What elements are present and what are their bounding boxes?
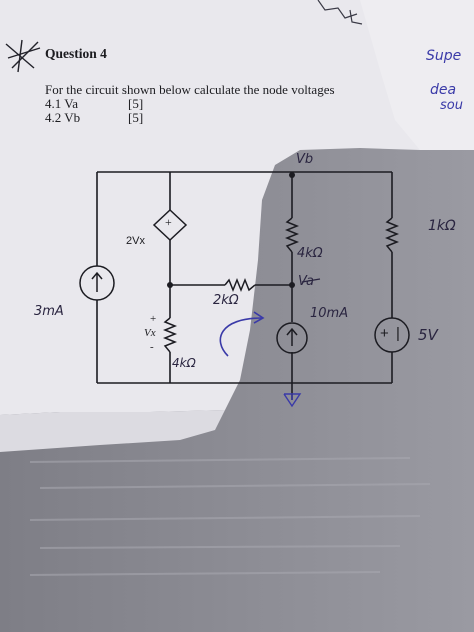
circuit-wires (96, 171, 393, 400)
lit-paper-right (360, 0, 474, 150)
resistors (162, 217, 400, 353)
hand-vb-node: Vb (296, 152, 314, 167)
dep-source-sign: + (165, 215, 172, 229)
hand-r-mid: 2kΩ (213, 293, 239, 308)
ind-source-minus: | (396, 325, 400, 342)
hand-va-node: Va (298, 274, 315, 289)
hand-r-right: 1kΩ (428, 218, 456, 234)
resistor-4k-top (284, 217, 300, 253)
resistor-1k-right (384, 217, 400, 253)
current-source-10mA (276, 322, 308, 354)
lit-paper-lower (0, 410, 225, 452)
resistor-4k-bottom (162, 317, 178, 353)
hand-margin-3: sou (440, 98, 463, 113)
current-source-3mA (79, 265, 115, 301)
question-title: Question 4 (45, 46, 107, 61)
ind-source-sign: + (380, 325, 389, 342)
ground-icon (283, 393, 302, 408)
hand-arrow (219, 317, 263, 357)
hand-margin-2: dea (430, 82, 457, 98)
star-scribble (5, 39, 41, 73)
hand-r-bottom: 4kΩ (172, 356, 196, 370)
node-va (289, 282, 295, 288)
vx-minus: - (150, 341, 154, 353)
dep-source-label: 2Vx (126, 235, 145, 247)
hand-margin-1: Supe (426, 48, 462, 64)
node-vb (289, 172, 295, 178)
va-mark (301, 278, 321, 283)
item-vb-label: 4.2 Vb (45, 110, 81, 125)
hand-src-left: 3mA (34, 304, 64, 319)
resistor-2k (224, 277, 256, 293)
item-va-marks: [5] (128, 96, 144, 111)
vx-label: Vx (144, 327, 156, 339)
hand-src-right: 5V (418, 326, 438, 344)
item-va-label: 4.1 Va (45, 96, 78, 111)
hand-r-top-mid: 4kΩ (297, 246, 323, 261)
dependent-source-diamond (152, 208, 188, 242)
hand-src-mid: 10mA (310, 306, 349, 321)
question-prompt: For the circuit shown below calculate th… (45, 82, 335, 97)
bleed-through-text (29, 457, 431, 576)
hand-arrow-head (253, 311, 265, 324)
item-vb-marks: [5] (128, 110, 144, 125)
voltage-source-5V (374, 317, 410, 353)
lit-paper (0, 0, 474, 415)
vx-plus: + (150, 313, 157, 325)
top-ink-mark (317, 0, 363, 25)
node-left-mid (167, 282, 173, 288)
